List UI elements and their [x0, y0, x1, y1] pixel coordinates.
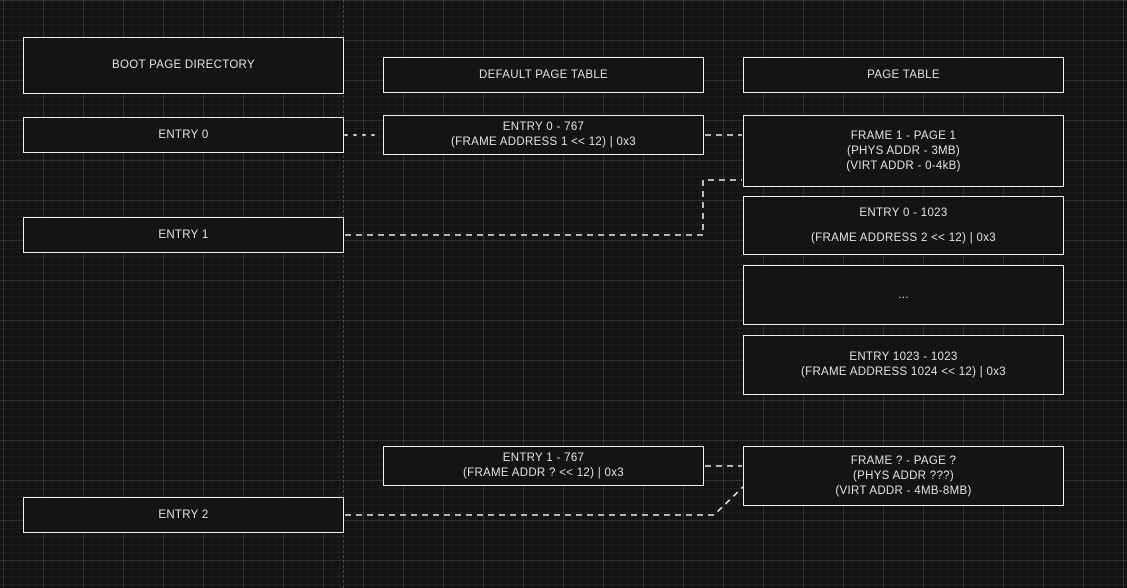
node-entry-0-767[interactable]: ENTRY 0 - 767 (FRAME ADDRESS 1 << 12) | … — [383, 115, 704, 155]
node-frame-1-page-1[interactable]: FRAME 1 - PAGE 1 (PHYS ADDR - 3MB) (VIRT… — [743, 115, 1064, 187]
connector-entry-1-to-frame-1-page-1 — [345, 179, 742, 236]
node-default-page-table[interactable]: DEFAULT PAGE TABLE — [383, 57, 704, 93]
connector-entry-2-to-frame-q-page-q — [345, 486, 744, 516]
node-entry-1[interactable]: ENTRY 1 — [23, 217, 344, 253]
node-boot-page-directory[interactable]: BOOT PAGE DIRECTORY — [23, 37, 344, 94]
node-entry-0-1023[interactable]: ENTRY 0 - 1023 (FRAME ADDRESS 2 << 12) |… — [743, 196, 1064, 255]
node-ellipsis[interactable]: ... — [743, 265, 1064, 325]
node-entry-2[interactable]: ENTRY 2 — [23, 497, 344, 533]
vertical-guide-line — [343, 0, 344, 588]
node-frame-q-page-q[interactable]: FRAME ? - PAGE ? (PHYS ADDR ???) (VIRT A… — [743, 446, 1064, 506]
node-entry-0[interactable]: ENTRY 0 — [23, 117, 344, 153]
node-entry-1-767[interactable]: ENTRY 1 - 767 (FRAME ADDR ? << 12) | 0x3 — [383, 446, 704, 486]
node-page-table[interactable]: PAGE TABLE — [743, 57, 1064, 93]
node-entry-1023-1023[interactable]: ENTRY 1023 - 1023 (FRAME ADDRESS 1024 <<… — [743, 335, 1064, 395]
